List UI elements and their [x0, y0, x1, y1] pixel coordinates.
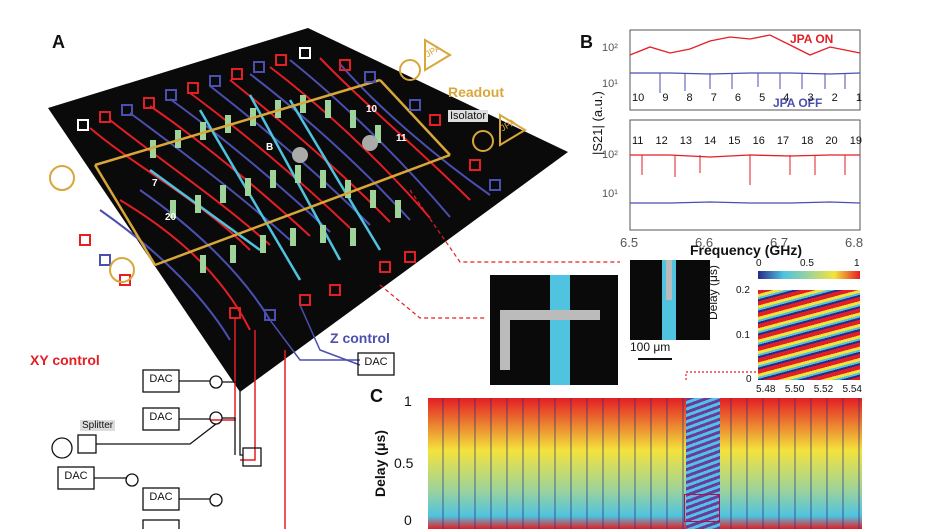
qubit-20-label: 20: [165, 212, 177, 223]
mode-label-13: 13: [679, 135, 692, 147]
xy-dac-3-label: DAC: [64, 470, 88, 482]
zoom-ytick-0: 0: [746, 374, 752, 385]
qubit-7-label: 7: [152, 178, 158, 189]
panel-c-ylabel: Delay (μs): [372, 430, 388, 497]
jpa-off-bottom-trace: [630, 201, 861, 204]
colorbar-tick-1: 1: [854, 258, 860, 269]
panel-c-ytick-1: 1: [404, 393, 412, 409]
jpa-off-legend: JPA OFF: [773, 96, 822, 110]
panel-b-ylabel: |S21| (a.u.): [590, 91, 605, 155]
mode-label-18: 18: [801, 135, 814, 147]
xy-dac-1-label: DAC: [149, 373, 173, 385]
mode-label-20: 20: [825, 135, 838, 147]
readout-label: Readout: [448, 84, 504, 100]
mode-label-15: 15: [728, 135, 741, 147]
xy-dac-4-label: DAC: [149, 491, 173, 503]
mode-label-19: 19: [849, 135, 862, 147]
mode-label-1: 1: [855, 92, 862, 104]
qubit-11-label: 11: [396, 133, 407, 144]
mode-label-8: 8: [686, 92, 693, 104]
zoom-ytick-02: 0.2: [736, 285, 750, 296]
mode-label-6: 6: [734, 92, 741, 104]
panel-b-letter: B: [580, 32, 593, 52]
mode-label-17: 17: [776, 135, 790, 147]
panel-b-top-axes: [629, 29, 861, 111]
zoom-ylabel: Delay (μs): [706, 265, 720, 320]
mode-label-2: 2: [831, 92, 838, 104]
panel-a-letter: A: [52, 32, 65, 52]
panel-b-xtick-2: 6.6: [695, 235, 713, 250]
mode-label-10: 10: [632, 92, 645, 104]
splitter-label: Splitter: [80, 420, 116, 431]
panel-b-xlabel: Frequency (GHz): [690, 242, 803, 258]
mode-label-11: 11: [632, 135, 644, 147]
zoom-xtick-4: 5.54: [842, 384, 862, 395]
jpa-on-legend: JPA ON: [790, 32, 833, 46]
mode-label-7: 7: [710, 92, 717, 104]
mode-label-4: 4: [783, 92, 790, 104]
colorbar-tick-0: 0: [756, 258, 762, 269]
panel-b-ytick-top-1: 10²: [602, 42, 618, 54]
mode-label-12: 12: [655, 135, 668, 147]
scalebar-label: 100 μm: [630, 340, 671, 354]
colorbar-tick-05: 0.5: [800, 258, 814, 269]
z-control-label: Z control: [330, 330, 390, 346]
isolator-label: Isolator: [448, 110, 489, 122]
micrograph-large: [490, 275, 618, 385]
mode-label-9: 9: [662, 92, 669, 104]
scalebar: [638, 358, 672, 360]
panel-b-xtick-3: 6.7: [770, 235, 788, 250]
panel-b-xtick-4: 6.8: [845, 235, 863, 250]
zoom-xtick-3: 5.52: [813, 384, 834, 395]
zoom-region-box: [684, 494, 720, 522]
colorbar: [758, 271, 860, 279]
jpa-off-top-trace: [630, 72, 861, 75]
mode-label-3: 3: [807, 92, 814, 104]
zoom-heatmap: [758, 290, 860, 380]
panel-b-ytick-bottom-1: 10²: [602, 149, 618, 161]
panel-c-heatmap: [428, 398, 862, 529]
panel-b-bottom-axes: [629, 119, 861, 231]
micrograph-small: [630, 260, 710, 340]
panel-c-ytick-0: 0: [404, 512, 412, 528]
z-dac-label: DAC: [364, 356, 388, 368]
panel-c-letter: C: [370, 386, 383, 406]
zoom-xtick-1: 5.48: [756, 384, 776, 395]
panel-b-ytick-bottom-2: 10¹: [602, 188, 618, 200]
mode-label-5: 5: [759, 92, 766, 104]
mode-label-16: 16: [752, 135, 765, 147]
qubit-b-label: B: [266, 142, 274, 153]
panel-b-xtick-1: 6.5: [620, 235, 638, 250]
mode-label-14: 14: [704, 135, 717, 147]
xy-dac-2-label: DAC: [149, 411, 173, 423]
qubit-10-label: 10: [366, 104, 378, 115]
zoom-xtick-2: 5.50: [784, 384, 805, 395]
panel-b-ytick-top-2: 10¹: [602, 78, 618, 90]
panel-b-chart: |S21| (a.u.) 10² 10¹ 10² 10¹ JPA ON JPA …: [590, 29, 863, 250]
zoom-ytick-01: 0.1: [736, 330, 750, 341]
panel-c-ytick-05: 0.5: [394, 455, 414, 471]
xy-control-label: XY control: [30, 352, 100, 368]
jpa-on-top-trace: [629, 34, 861, 56]
